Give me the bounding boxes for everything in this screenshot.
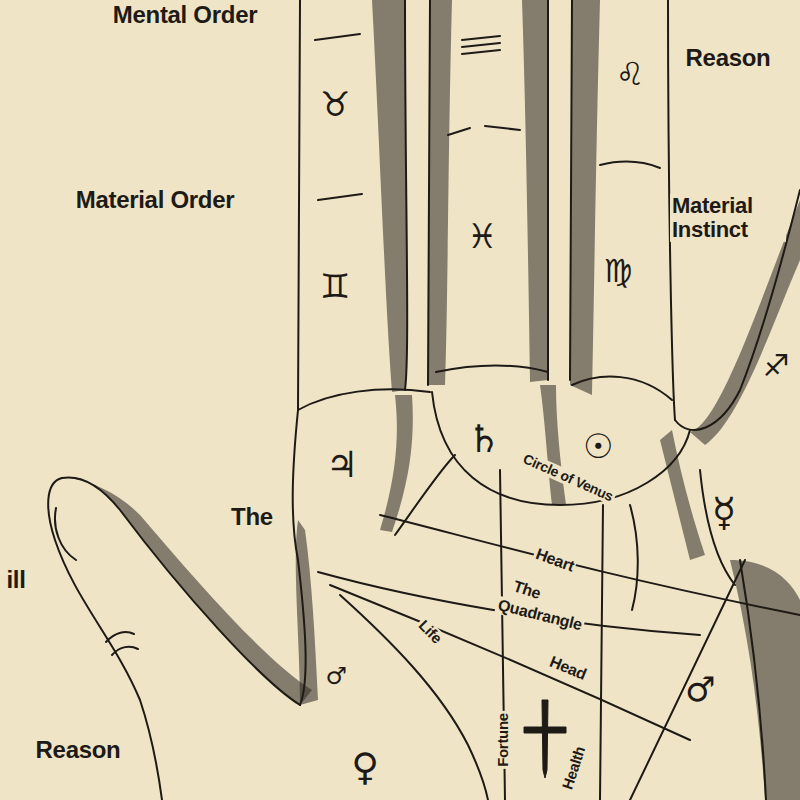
astro-symbol: ♃ bbox=[324, 445, 360, 485]
astro-symbol: ♍ bbox=[602, 254, 634, 289]
line-label: Life bbox=[414, 616, 447, 649]
astro-symbol: ♊ bbox=[318, 268, 352, 305]
line-label: Quadrangle bbox=[494, 596, 586, 635]
zone-label: Mental Order bbox=[111, 2, 259, 28]
cross-symbol bbox=[524, 700, 566, 778]
zone-label: The bbox=[229, 504, 275, 530]
line-label: Fortune bbox=[495, 711, 512, 769]
zone-label: Reason bbox=[34, 737, 123, 763]
astro-symbol: ☿ bbox=[710, 490, 738, 534]
astro-symbol: ♂ bbox=[323, 663, 348, 689]
zone-label: Material Instinct bbox=[670, 194, 786, 242]
astro-symbol: ♐ bbox=[761, 349, 792, 382]
astro-symbol: ♌ bbox=[614, 57, 646, 92]
line-label: Head bbox=[545, 652, 590, 684]
zone-label: Reason bbox=[684, 45, 773, 71]
astro-symbol: ♓ bbox=[465, 218, 499, 255]
astro-symbol: ♀ bbox=[349, 747, 381, 789]
astro-symbol: ♂ bbox=[683, 671, 717, 708]
line-label: Health bbox=[559, 743, 590, 794]
zone-label: ill bbox=[4, 567, 27, 593]
astro-symbol: ☉ bbox=[581, 428, 615, 465]
astro-symbol: ♉ bbox=[318, 86, 352, 123]
hand-shading bbox=[70, 0, 800, 800]
zone-label: Material Order bbox=[74, 187, 237, 213]
line-label: Heart bbox=[532, 544, 579, 575]
hand-outline bbox=[48, 0, 800, 800]
astro-symbol: ♄ bbox=[465, 419, 503, 461]
